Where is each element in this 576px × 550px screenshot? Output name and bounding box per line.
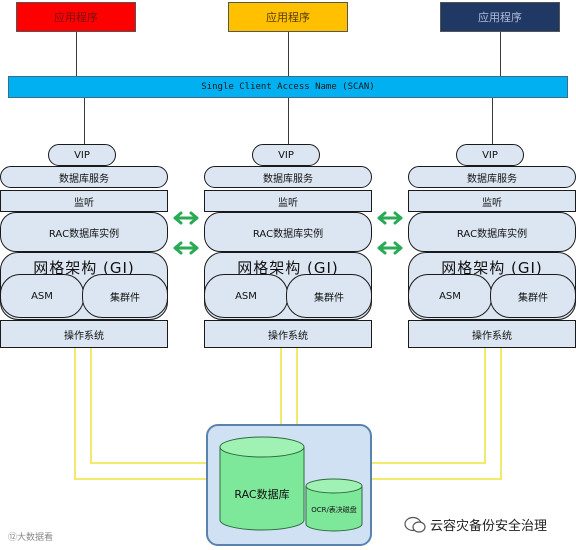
interconnect-arrow-icon xyxy=(377,211,403,225)
app-label: 应用程序 xyxy=(266,11,310,24)
connector-app-scan xyxy=(76,32,77,76)
clusterware-label: 集群件 xyxy=(314,292,344,304)
storage-link xyxy=(90,462,206,464)
rac-node-1: VIP 数据库服务 监听 RAC数据库实例 网格架构 (GI) ASM 集群件 … xyxy=(0,144,168,348)
listener-box: 监听 xyxy=(408,190,576,212)
db-service-label: 数据库服务 xyxy=(467,173,517,185)
asm-box: ASM xyxy=(204,274,288,318)
app-box-yellow: 应用程序 xyxy=(228,2,348,32)
rac-node-2: VIP 数据库服务 监听 RAC数据库实例 网格架构 (GI) ASM 集群件 … xyxy=(204,144,372,348)
db-service-box: 数据库服务 xyxy=(0,166,168,188)
listener-label: 监听 xyxy=(74,197,94,209)
clusterware-box: 集群件 xyxy=(286,274,372,318)
storage-link xyxy=(296,348,298,424)
ocr-voting-disk-label: OCR/表决磁盘 xyxy=(311,506,357,514)
storage-link xyxy=(74,478,206,480)
vip-label: VIP xyxy=(482,149,498,161)
grid-label: 网格架构 (GI) xyxy=(33,259,135,277)
storage-link xyxy=(500,348,502,478)
asm-label: ASM xyxy=(235,290,257,302)
interconnect-arrow-icon xyxy=(377,241,403,255)
rac-instance-box: RAC数据库实例 xyxy=(408,212,576,252)
app-label: 应用程序 xyxy=(478,11,522,24)
db-service-box: 数据库服务 xyxy=(204,166,372,188)
rac-instance-box: RAC数据库实例 xyxy=(0,212,168,252)
os-box: 操作系统 xyxy=(408,320,576,348)
asm-label: ASM xyxy=(31,290,53,302)
listener-label: 监听 xyxy=(482,197,502,209)
interconnect-arrow-icon xyxy=(173,211,199,225)
rac-node-3: VIP 数据库服务 监听 RAC数据库实例 网格架构 (GI) ASM 集群件 … xyxy=(408,144,576,348)
db-service-label: 数据库服务 xyxy=(263,173,313,185)
app-box-navy: 应用程序 xyxy=(440,2,560,32)
clusterware-box: 集群件 xyxy=(490,274,576,318)
brand-watermark: 云容灾备份安全治理 xyxy=(430,519,548,534)
vip-box: VIP xyxy=(252,144,320,166)
watermark-left: ⑫大数据看 xyxy=(8,533,54,543)
os-label: 操作系统 xyxy=(64,330,104,342)
os-box: 操作系统 xyxy=(204,320,372,348)
connector-scan-vip xyxy=(84,98,85,144)
rac-instance-label: RAC数据库实例 xyxy=(456,228,528,240)
os-label: 操作系统 xyxy=(268,330,308,342)
connector-scan-vip xyxy=(492,98,493,144)
os-label: 操作系统 xyxy=(472,330,512,342)
app-box-red: 应用程序 xyxy=(16,2,136,32)
connector-app-scan xyxy=(500,32,501,76)
ocr-voting-disk-cylinder-icon xyxy=(305,478,363,532)
storage-link xyxy=(372,478,502,480)
storage-link xyxy=(280,348,282,424)
scan-label: Single Client Access Name (SCAN) xyxy=(201,82,375,92)
storage-link xyxy=(484,348,486,462)
listener-label: 监听 xyxy=(278,197,298,209)
vip-box: VIP xyxy=(48,144,116,166)
vip-label: VIP xyxy=(74,149,90,161)
storage-link xyxy=(74,348,76,478)
rac-instance-label: RAC数据库实例 xyxy=(252,228,324,240)
vip-label: VIP xyxy=(278,149,294,161)
storage-link xyxy=(372,462,486,464)
rac-database-cylinder-icon xyxy=(219,436,305,531)
db-service-label: 数据库服务 xyxy=(59,173,109,185)
clusterware-label: 集群件 xyxy=(110,292,140,304)
wechat-icon xyxy=(404,516,426,534)
rac-instance-label: RAC数据库实例 xyxy=(48,228,120,240)
grid-label: 网格架构 (GI) xyxy=(237,259,339,277)
interconnect-arrow-icon xyxy=(173,241,199,255)
rac-instance-box: RAC数据库实例 xyxy=(204,212,372,252)
app-label: 应用程序 xyxy=(54,11,98,24)
connector-app-scan xyxy=(288,32,289,76)
clusterware-label: 集群件 xyxy=(518,292,548,304)
storage-link xyxy=(90,348,92,462)
clusterware-box: 集群件 xyxy=(82,274,168,318)
connector-scan-vip xyxy=(288,98,289,144)
grid-label: 网格架构 (GI) xyxy=(441,259,543,277)
os-box: 操作系统 xyxy=(0,320,168,348)
listener-box: 监听 xyxy=(204,190,372,212)
scan-bar: Single Client Access Name (SCAN) xyxy=(8,76,568,98)
asm-label: ASM xyxy=(439,290,461,302)
rac-database-label: RAC数据库 xyxy=(234,488,290,501)
asm-box: ASM xyxy=(408,274,492,318)
listener-box: 监听 xyxy=(0,190,168,212)
vip-box: VIP xyxy=(456,144,524,166)
